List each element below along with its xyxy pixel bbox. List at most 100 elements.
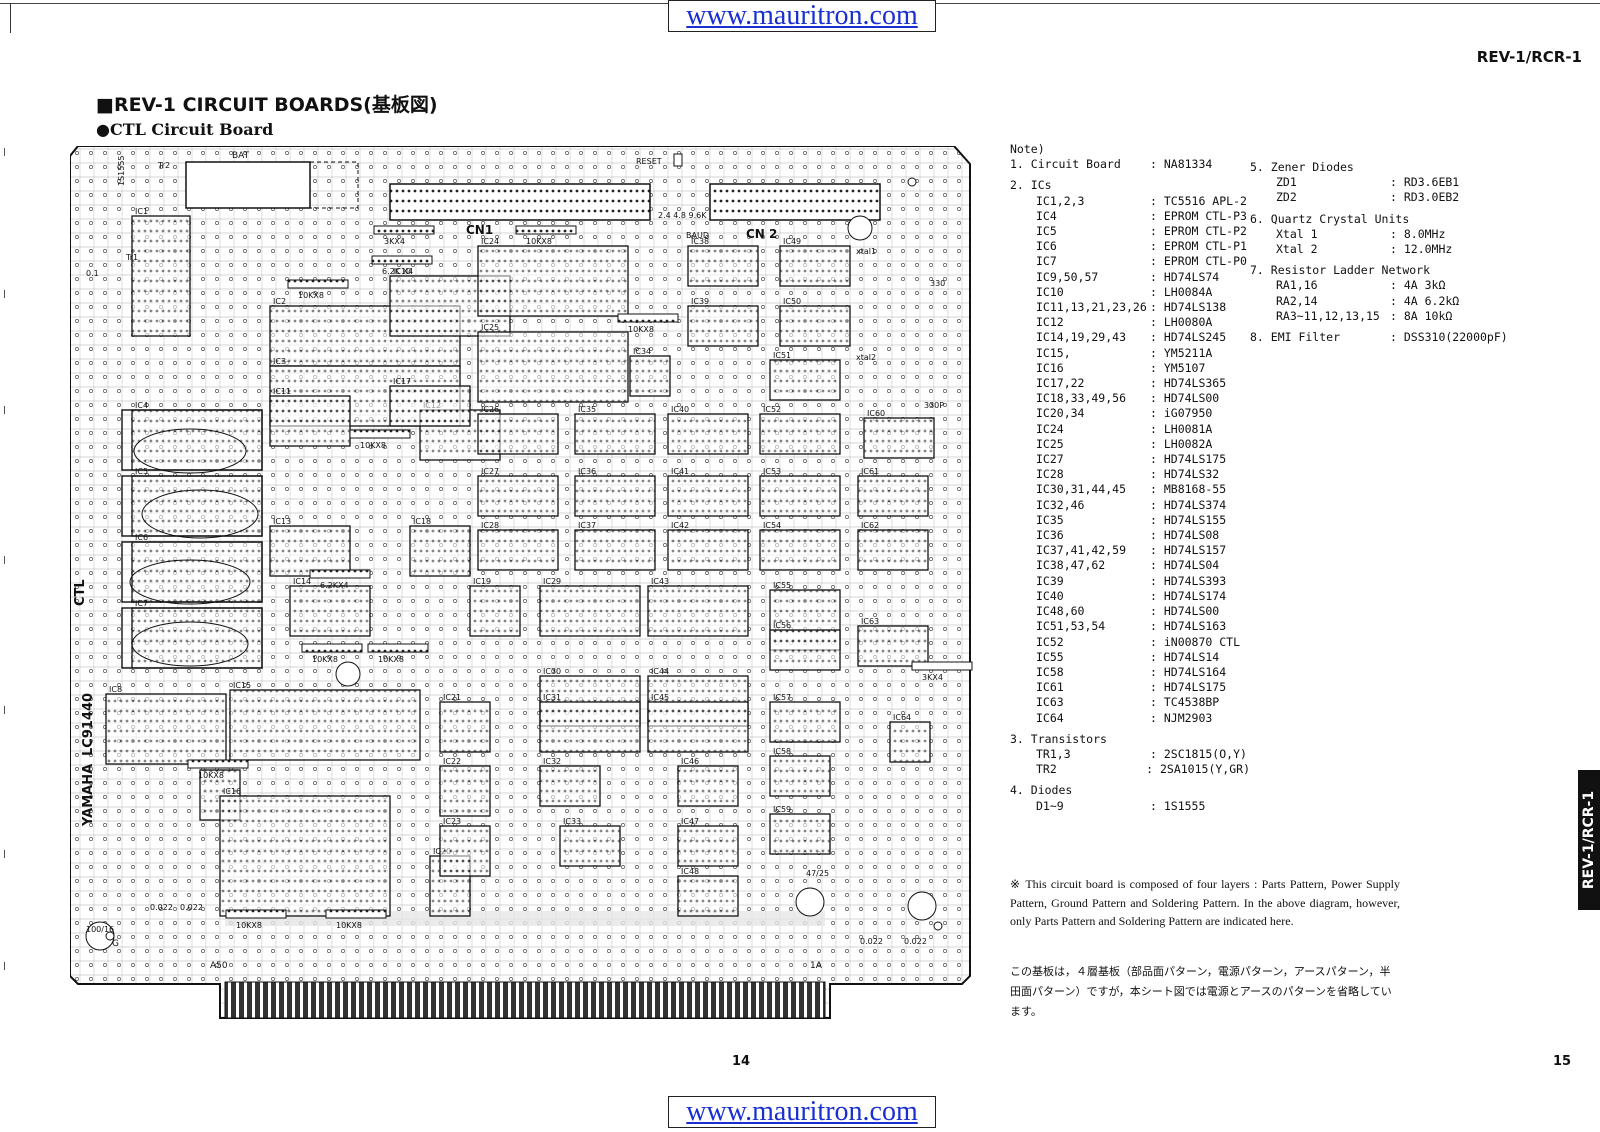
capacitor-label: 0.022 [860, 937, 883, 946]
notes-left-column: Note) 1. Circuit Board : NA81334 2. ICs … [1010, 142, 1250, 814]
ic-label: IC7 [135, 599, 148, 608]
watermark-top-link[interactable]: www.mauritron.com [668, 0, 936, 32]
capacitor-10-16 [335, 661, 361, 687]
ic-package: IC32 [539, 757, 601, 807]
ic-label: IC64 [893, 713, 911, 722]
ic-package: IC56 [769, 621, 841, 671]
lc91440-label: LC91440 [81, 693, 96, 756]
ic-label: IC58 [773, 747, 791, 756]
note-japanese: この基板は，４層基板（部品面パターン，電源パターン，アースパターン，半田面パター… [1010, 965, 1392, 1018]
ic-package: IC11 [269, 387, 351, 447]
ic-package: IC64 [889, 713, 931, 763]
ics-row: IC30,31,44,45: MB8168-55 [1010, 482, 1250, 497]
ic-package: IC41 [667, 467, 749, 517]
transistors-row: TR2: 2SA1015(Y,GR) [1010, 762, 1250, 777]
ic-package: IC24 [477, 237, 629, 317]
capacitor-label: 330 [930, 279, 945, 288]
ics-row: IC6: EPROM CTL-P1 [1010, 239, 1250, 254]
ics-row: IC24: LH0081A [1010, 422, 1250, 437]
ics-row: IC37,41,42,59: HD74LS157 [1010, 543, 1250, 558]
resistor-network-label: 10KX8 [628, 325, 654, 334]
resistor-network [371, 255, 433, 265]
ics-row: IC38,47,62: HD74LS04 [1010, 558, 1250, 573]
ic-package: IC35 [574, 405, 656, 455]
resistor-network [309, 569, 371, 579]
ics-part: IC5 [1036, 224, 1057, 239]
ic-label: IC38 [691, 237, 709, 246]
ic-package: IC61 [857, 467, 929, 517]
ics-value: : HD74LS164 [1150, 664, 1227, 679]
ics-part: IC28 [1036, 467, 1064, 482]
ics-value: : EPROM CTL-P0 [1150, 254, 1247, 269]
ics-part: IC58 [1036, 664, 1064, 679]
ic-label: IC19 [473, 577, 491, 586]
ic-label: IC13 [273, 517, 291, 526]
ics-row: IC48,60: HD74LS00 [1010, 604, 1250, 619]
ics-value: : EPROM CTL-P2 [1150, 224, 1247, 239]
ic-package: IC48 [677, 867, 739, 917]
ics-part: IC36 [1036, 528, 1064, 543]
resistor-network-label: 10KX8 [336, 921, 362, 930]
ics-value: : EPROM CTL-P1 [1150, 239, 1247, 254]
resistor-row: RA1,16: 4A 3kΩ [1250, 278, 1530, 293]
margin-mark [4, 556, 7, 564]
ics-part: IC18,33,49,56 [1036, 391, 1127, 406]
xtal2-label: xtal2 [856, 353, 876, 362]
resistor-network [287, 279, 349, 289]
watermark-bottom-link[interactable]: www.mauritron.com [668, 1096, 936, 1128]
board-subtitle: ●CTL Circuit Board [96, 120, 274, 139]
ic-package: IC39 [687, 297, 759, 347]
ic-label: IC47 [681, 817, 699, 826]
ics-part: IC7 [1036, 254, 1057, 269]
resistor-value: : 4A 6.2kΩ [1390, 293, 1460, 308]
a1-label: 1A [810, 961, 823, 971]
ic-package: IC46 [677, 757, 739, 807]
xtal1-label: xtal1 [856, 247, 876, 256]
ics-part: IC63 [1036, 695, 1064, 710]
ics-value: : HD74LS163 [1150, 619, 1227, 634]
ics-part: IC55 [1036, 649, 1064, 664]
ics-part: IC48,60 [1036, 604, 1085, 619]
ic-package: IC63 [857, 617, 929, 667]
ic-label: IC27 [481, 467, 499, 476]
ic-label: IC2 [273, 297, 286, 306]
emi-heading: 8. EMI Filter [1250, 330, 1341, 345]
ic-package: IC26 [477, 405, 559, 455]
resistor-part: RA1,16 [1276, 278, 1318, 293]
margin-mark [4, 290, 7, 298]
ic-label: IC57 [773, 693, 791, 702]
ic-package: IC5 [131, 467, 263, 537]
section-title: ■REV-1 CIRCUIT BOARDS(基板図) [96, 94, 438, 116]
ics-row: IC18,33,49,56: HD74LS00 [1010, 391, 1250, 406]
ic-label: IC29 [543, 577, 561, 586]
xtal1 [847, 215, 873, 241]
ic-label: IC4 [135, 401, 148, 410]
crystal-heading: 6. Quartz Crystal Units [1250, 211, 1410, 226]
ics-part: IC1,2,3 [1036, 193, 1085, 208]
ic-label: IC31 [543, 693, 561, 702]
ics-row: IC32,46: HD74LS374 [1010, 498, 1250, 513]
transistors-row: TR1,3: 2SC1815(O,Y) [1010, 747, 1250, 762]
ic-package: IC38 [687, 237, 759, 287]
ic-label: IC35 [578, 405, 596, 414]
ics-part: IC17,22 [1036, 376, 1085, 391]
ics-row: IC58 : HD74LS164 [1010, 665, 1250, 680]
ic-label: IC41 [671, 467, 689, 476]
ic-layer: IC1IC2IC3IC4IC5IC6IC7IC8IC9IC10IC11IC12I… [105, 207, 935, 917]
ics-value: : HD74LS155 [1150, 512, 1227, 527]
ic-label: IC8 [109, 685, 122, 694]
page-number-left: 14 [732, 1054, 751, 1069]
ic-package: IC40 [667, 405, 749, 455]
ic-label: IC28 [481, 521, 499, 530]
ic-label: IC16 [223, 787, 241, 796]
ground-hole [933, 921, 943, 931]
ground-hole [105, 931, 115, 941]
ic-package: IC16 [219, 787, 391, 917]
resistor-network [617, 313, 679, 323]
ics-value: : MB8168-55 [1150, 482, 1227, 497]
ics-row: IC11,13,21,23,26: HD74LS138 [1010, 300, 1250, 315]
resistor-network-label: 10KX8 [378, 655, 404, 664]
page-number-right: 15 [1553, 1054, 1572, 1069]
ic-label: IC53 [763, 467, 781, 476]
